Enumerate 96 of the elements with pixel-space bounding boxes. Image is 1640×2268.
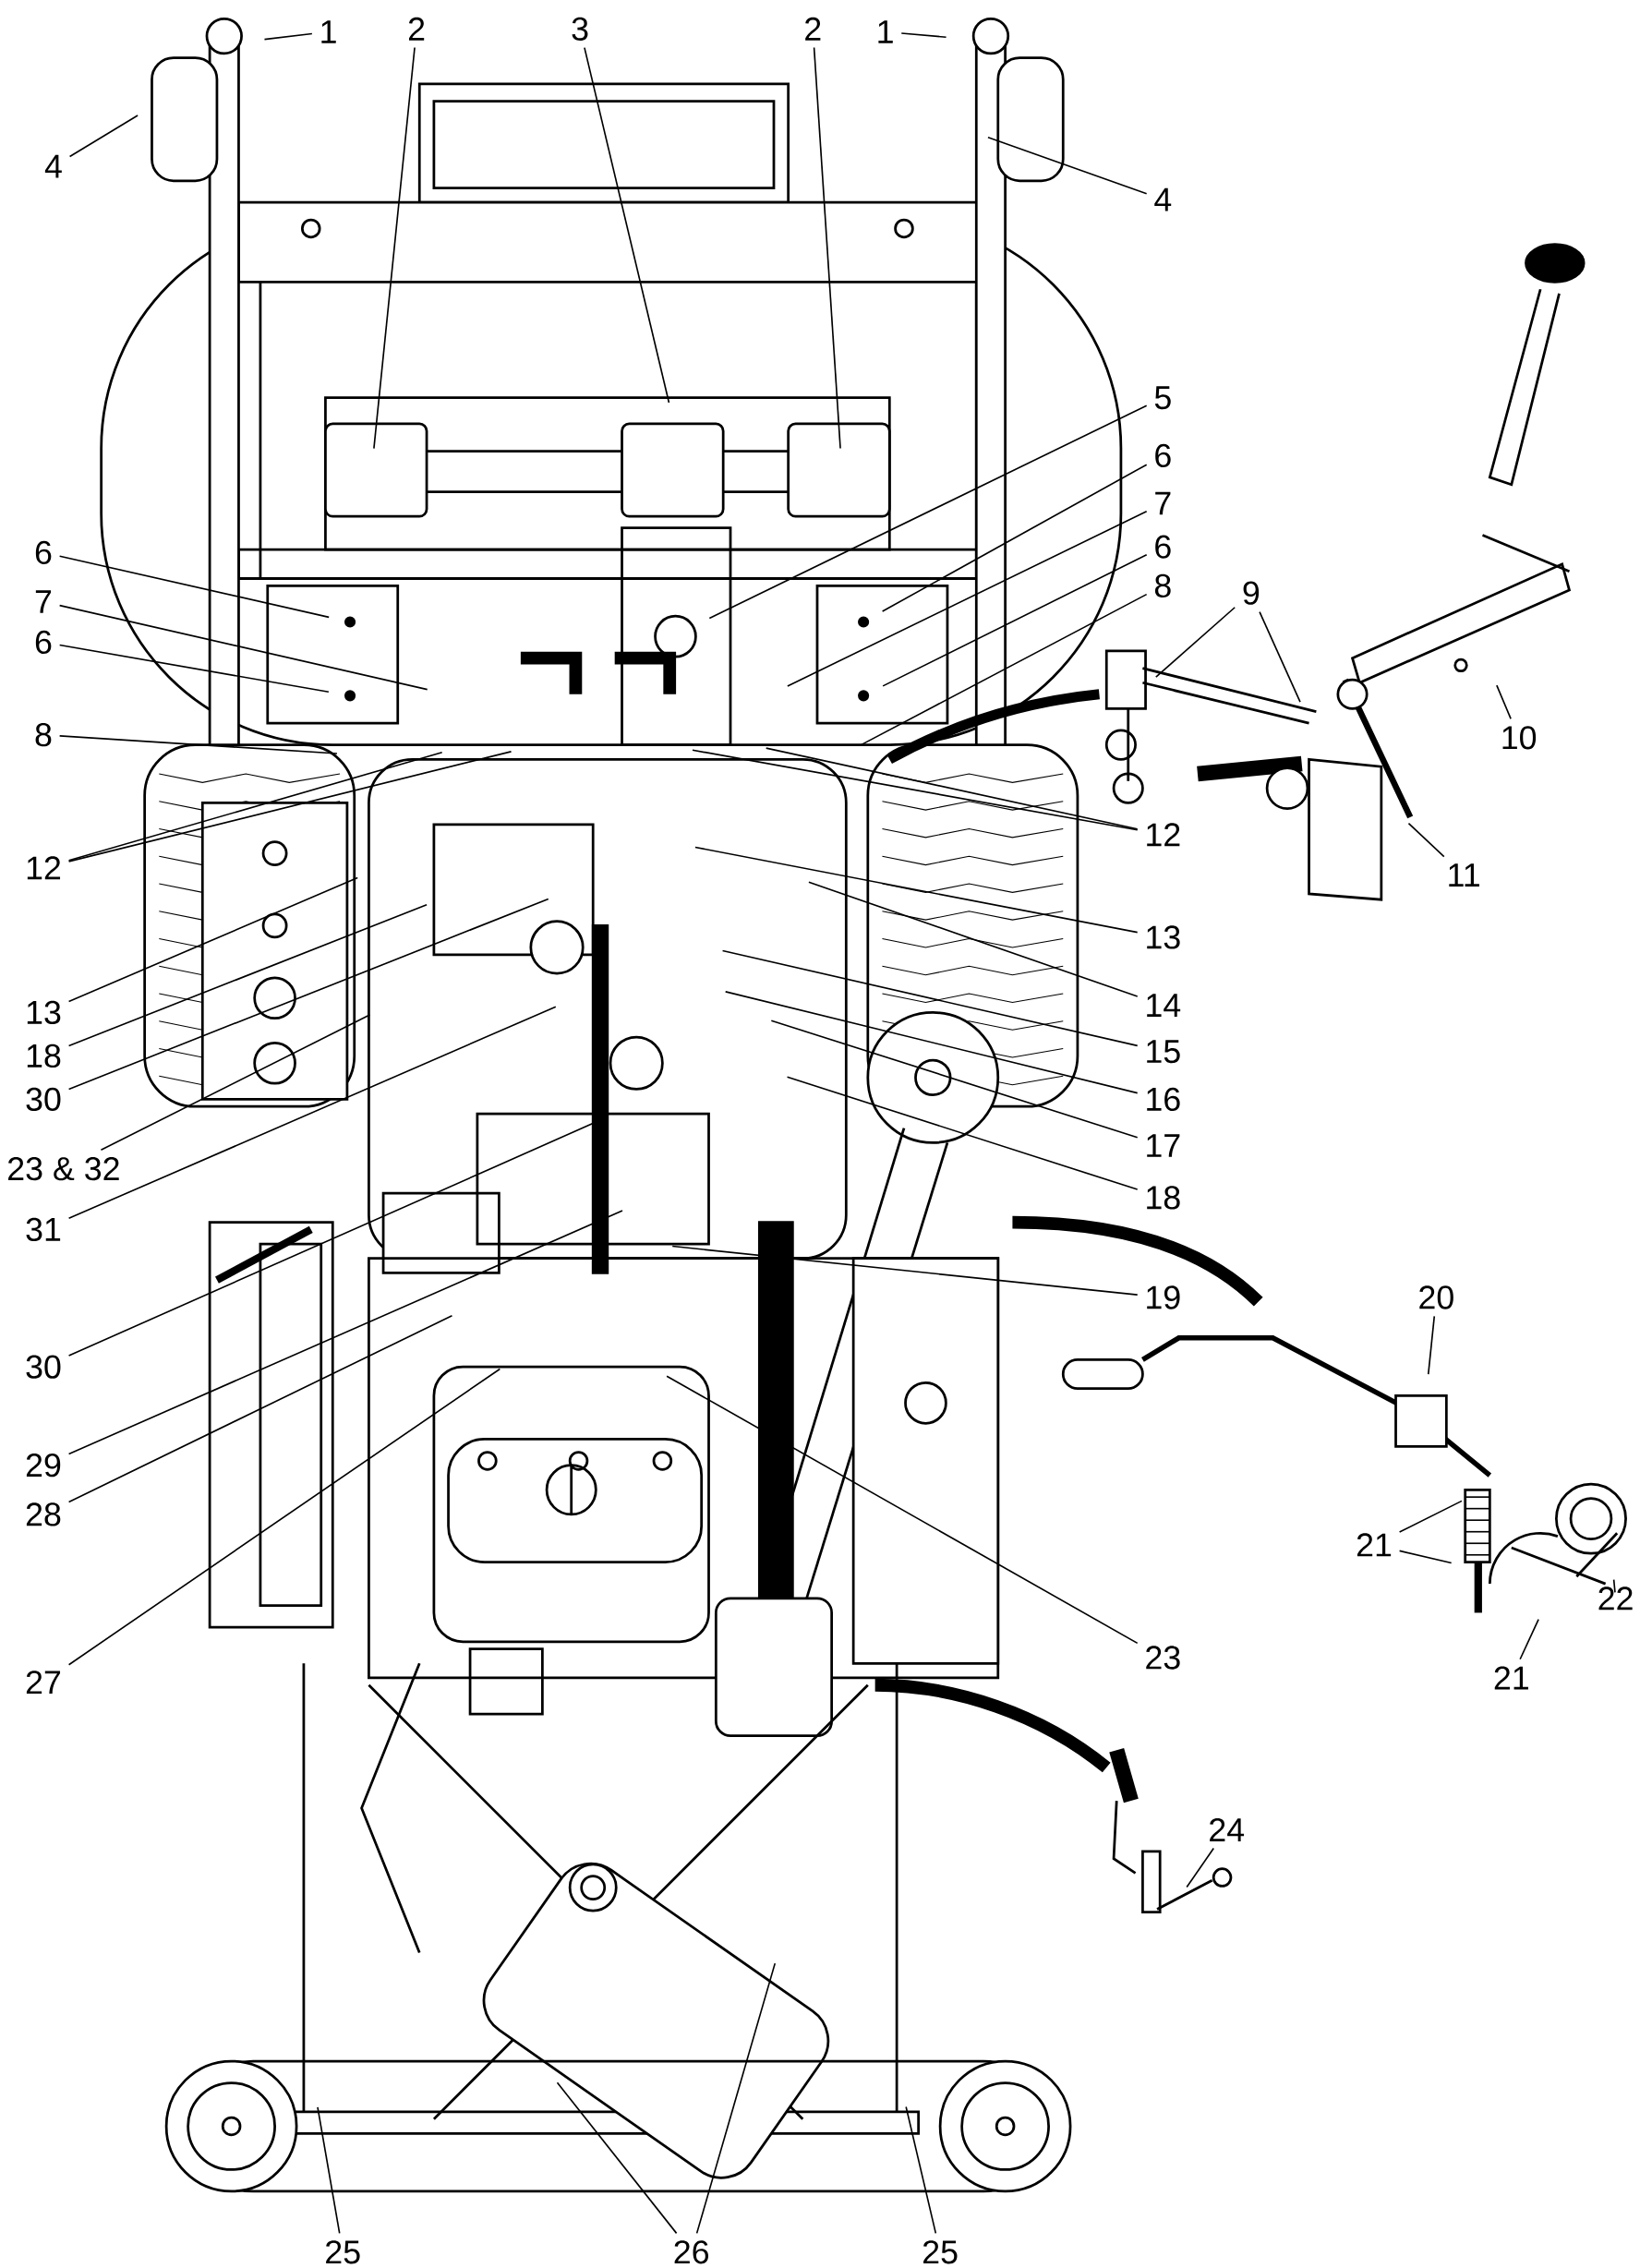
leader-line — [900, 32, 947, 39]
leader-line — [1154, 606, 1236, 678]
leader-line — [67, 1314, 453, 1503]
callout-number: 31 — [26, 1217, 60, 1241]
callout-number: 7 — [1155, 491, 1171, 515]
callout-number: 1 — [878, 20, 893, 43]
callout-number: 13 — [1147, 925, 1180, 949]
callout-number: 24 — [1210, 1817, 1244, 1841]
leader-line — [1427, 1315, 1435, 1375]
callout-number: 12 — [27, 856, 60, 880]
leader-line — [860, 593, 1148, 746]
callout-number: 30 — [26, 1355, 61, 1379]
callout-number: 9 — [1243, 581, 1260, 605]
leader-line — [1398, 1550, 1453, 1564]
callout-number: 22 — [1598, 1586, 1633, 1611]
leader-line — [556, 2081, 678, 2235]
leader-line — [1519, 1618, 1539, 1660]
leader-line — [813, 46, 841, 450]
leader-line — [1398, 1500, 1463, 1533]
callout-number: 28 — [26, 1502, 61, 1526]
callout-number: 11 — [1449, 863, 1479, 887]
leader-line — [708, 404, 1148, 620]
leader-line — [67, 876, 358, 1003]
callout-number: 3 — [572, 17, 588, 41]
leader-line — [67, 1006, 557, 1220]
callout-number: 30 — [26, 1087, 61, 1112]
leader-line — [786, 510, 1148, 687]
callout-number: 12 — [1147, 823, 1180, 847]
callout-number: 25 — [326, 2240, 360, 2264]
leader-line — [67, 751, 443, 862]
callout-number: 5 — [1154, 386, 1171, 410]
callout-number: 20 — [1419, 1285, 1453, 1309]
callout-number: 4 — [44, 154, 62, 178]
leader-line — [58, 555, 330, 619]
leader-line — [882, 554, 1148, 687]
leader-line — [987, 136, 1148, 195]
callout-number: 16 — [1147, 1087, 1180, 1112]
leader-line — [67, 751, 512, 863]
leader-line — [67, 898, 549, 1091]
leader-line — [694, 846, 1139, 934]
leader-line — [67, 1368, 501, 1666]
callout-number: 23 & 32 — [7, 1156, 119, 1181]
leader-line — [58, 644, 330, 694]
leader-line — [905, 2105, 937, 2235]
leader-line — [1259, 610, 1301, 703]
callout-number: 18 — [1147, 1186, 1180, 1210]
leader-line — [1186, 1847, 1214, 1888]
leader-line — [67, 1210, 623, 1455]
leader-line — [786, 1076, 1139, 1190]
callout-number: 10 — [1502, 726, 1536, 750]
callout-number: 23 — [1146, 1646, 1180, 1670]
leader-line — [68, 115, 139, 158]
callout-number: 19 — [1147, 1285, 1180, 1309]
leader-line — [100, 1014, 371, 1152]
leader-line — [721, 949, 1139, 1047]
callout-number: 18 — [27, 1044, 61, 1068]
leader-line — [67, 903, 428, 1047]
callout-number: 13 — [27, 1000, 61, 1025]
leader-line — [695, 1962, 776, 2235]
callout-number: 21 — [1357, 1533, 1392, 1557]
leader-line — [372, 46, 416, 450]
callout-number: 25 — [922, 2240, 958, 2264]
callout-number: 2 — [408, 17, 425, 41]
callout-number: 7 — [35, 590, 51, 613]
leader-line — [765, 747, 1139, 830]
leader-line — [263, 32, 313, 41]
callout-number: 8 — [1154, 573, 1171, 597]
leader-line — [671, 1245, 1139, 1296]
callout-number: 29 — [26, 1454, 61, 1478]
callout-number: 6 — [1155, 443, 1171, 468]
leader-line — [58, 604, 428, 691]
callout-number: 2 — [805, 17, 821, 41]
callout-number: 6 — [35, 630, 52, 655]
leader-line — [881, 464, 1148, 612]
leader-line — [317, 2106, 341, 2235]
callout-number: 8 — [35, 723, 52, 747]
leader-line — [770, 1019, 1139, 1139]
callout-number: 26 — [674, 2240, 708, 2264]
leader-line — [1407, 822, 1445, 858]
callout-number: 1 — [321, 20, 336, 43]
leader-line — [584, 46, 670, 404]
callout-number: 4 — [1154, 187, 1172, 211]
callout-number: 21 — [1494, 1666, 1528, 1690]
leader-line — [666, 1375, 1139, 1645]
callout-number: 27 — [26, 1671, 60, 1695]
callout-number: 17 — [1147, 1134, 1180, 1157]
callout-number: 14 — [1147, 994, 1181, 1017]
callout-number: 15 — [1147, 1040, 1180, 1064]
leader-line — [692, 749, 1139, 831]
leader-line — [724, 991, 1139, 1094]
leader-line — [1612, 1578, 1616, 1594]
leader-line — [807, 881, 1139, 997]
callout-number: 6 — [1155, 535, 1171, 559]
leader-line — [1495, 684, 1512, 720]
callout-number: 6 — [35, 540, 52, 564]
leader-line — [58, 734, 338, 754]
